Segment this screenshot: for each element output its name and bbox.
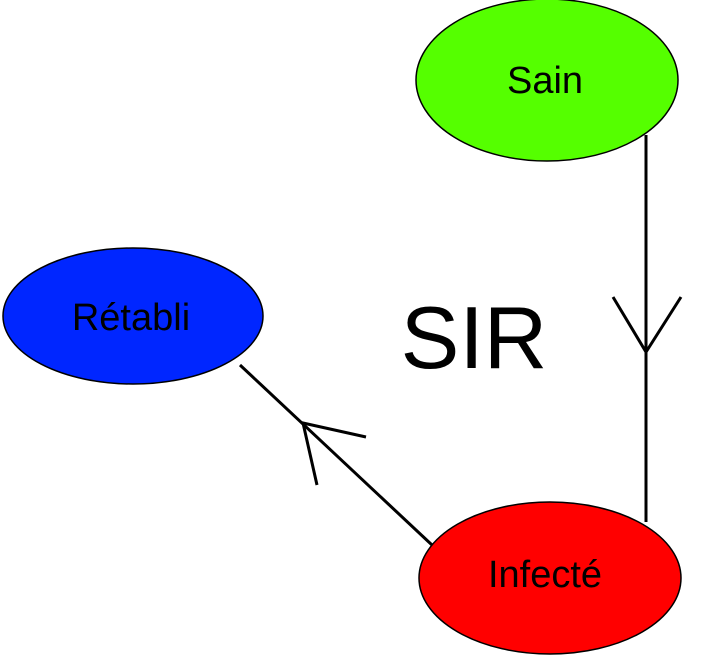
node-retabli-label: Rétabli xyxy=(72,297,190,339)
arrowhead-up-left-icon xyxy=(301,421,367,486)
diagram-title: SIR xyxy=(401,288,548,387)
node-retabli-ellipse xyxy=(2,247,264,385)
node-infecte-label: Infecté xyxy=(488,554,602,596)
edge-infecte-to-retabli xyxy=(238,363,434,547)
edge-sain-to-infecte xyxy=(611,135,683,522)
edge-line-infecte-retabli xyxy=(238,363,434,547)
node-retabli: Rétabli xyxy=(2,247,264,385)
node-sain-ellipse xyxy=(415,0,679,162)
node-infecte: Infecté xyxy=(418,501,682,655)
node-sain-label: Sain xyxy=(507,60,583,102)
node-infecte-ellipse xyxy=(418,501,682,655)
node-sain: Sain xyxy=(415,0,679,162)
arrowhead-down-icon xyxy=(611,296,683,355)
